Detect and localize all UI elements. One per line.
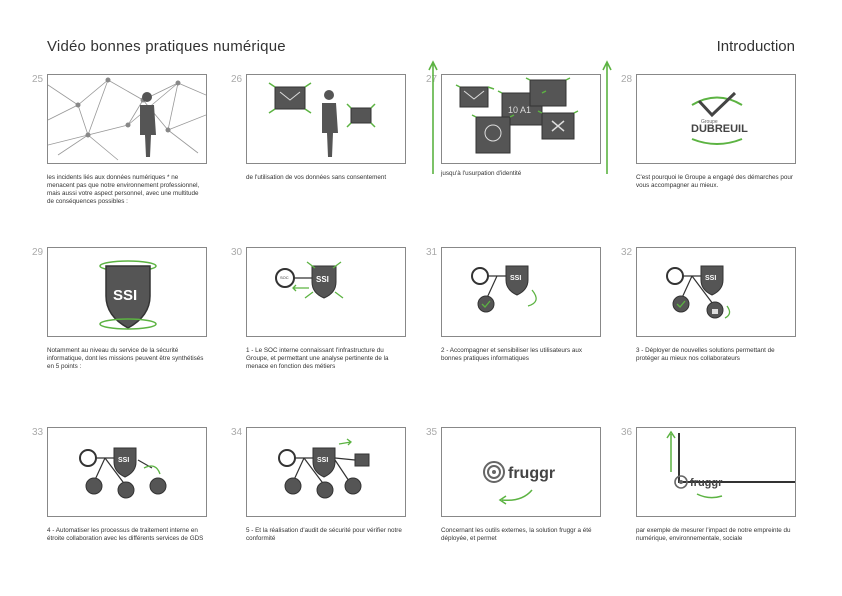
identity-theft-illustration: 10 A1: [455, 77, 579, 154]
fruggr-logo: fruggr: [483, 461, 555, 505]
panel-frame: SOC SSI: [246, 247, 406, 337]
ssi-label: SSI: [316, 275, 329, 284]
panel-caption: Concernant les outils externes, la solut…: [441, 527, 592, 542]
panel-frame: SSI: [47, 247, 207, 337]
automation-icon: [344, 477, 362, 495]
woman-figure: [140, 92, 156, 157]
panel-number: 28: [621, 74, 633, 85]
panel-number: 30: [231, 247, 243, 258]
soc-icon: [79, 449, 97, 467]
panel-frame: SSI: [636, 247, 796, 337]
panel-caption: 5 - Et la réalisation d'audit de sécurit…: [246, 527, 402, 542]
audit-icon: [354, 453, 370, 467]
panel-frame: SSI: [441, 247, 601, 337]
panel-caption: 3 - Déployer de nouvelles solutions perm…: [636, 347, 775, 362]
panel-number: 26: [231, 74, 243, 85]
panel-caption: 4 - Automatiser les processus de traitem…: [47, 527, 204, 542]
panel-number: 35: [426, 427, 438, 438]
panel-frame: SSI: [47, 427, 207, 517]
panel-number: 36: [621, 427, 633, 438]
panel-caption: de l'utilisation de vos données sans con…: [246, 174, 387, 181]
network-illustration: [48, 77, 206, 161]
soc-icon: [471, 267, 489, 285]
panel-number: 25: [32, 74, 44, 85]
automation-icon: [149, 477, 167, 495]
ssi-label: SSI: [705, 275, 716, 282]
users-icon: [284, 477, 302, 495]
soc-diagram-audit: SSI: [278, 438, 370, 499]
panel-frame: SSI: [246, 427, 406, 517]
lock-icon: [316, 481, 334, 499]
fruggr-label: fruggr: [508, 465, 555, 482]
logo-name: DUBREUIL: [691, 123, 748, 135]
users-icon: [85, 477, 103, 495]
panel-frame: fruggr: [636, 427, 796, 517]
shield-icon: [113, 447, 137, 478]
panel-frame: [47, 74, 207, 164]
ssi-label: SSI: [510, 275, 521, 282]
soc-label: SOC: [280, 275, 289, 280]
fruggr-label: fruggr: [690, 477, 723, 489]
soc-diagram-users: SSI: [471, 265, 537, 313]
panel-caption: jusqu'à l'usurpation d'identité: [441, 170, 522, 177]
fruggr-logo-small: fruggr: [666, 430, 795, 499]
shield-icon: [311, 265, 337, 299]
users-icon: [672, 295, 690, 313]
ssi-label: SSI: [118, 457, 129, 464]
panel-frame: 10 A1: [441, 74, 601, 164]
ssi-shield-illustration: SSI: [99, 260, 157, 330]
users-icon: [477, 295, 495, 313]
soc-diagram-protect: SSI: [666, 265, 731, 319]
panel-frame: fruggr: [441, 427, 601, 517]
ssi-label: SSI: [317, 457, 328, 464]
panel-caption: par exemple de mesurer l'impact de notre…: [636, 527, 791, 542]
panel-number: 32: [621, 247, 633, 258]
shield-icon: [505, 265, 529, 296]
shield-icon: [105, 265, 151, 329]
panel-number: 33: [32, 427, 44, 438]
panel-frame: Groupe DUBREUIL: [636, 74, 796, 164]
panel-number: 29: [32, 247, 44, 258]
ssi-label: SSI: [113, 287, 137, 304]
panel-caption: Notamment au niveau du service de la séc…: [47, 347, 204, 370]
panel-number: 27: [426, 74, 438, 85]
panel-number: 34: [231, 427, 243, 438]
soc-icon: [666, 267, 684, 285]
soc-icon: [278, 449, 296, 467]
panel-caption: 1 - Le SOC interne connaissant l'infrast…: [246, 347, 389, 370]
soc-diagram: SOC SSI: [275, 261, 344, 299]
dubreuil-logo: Groupe DUBREUIL: [691, 91, 748, 145]
panel-number: 31: [426, 247, 438, 258]
shield-icon: [700, 265, 724, 296]
lock-icon: [117, 481, 135, 499]
panel-caption: 2 - Accompagner et sensibiliser les util…: [441, 347, 583, 362]
woman-figure: [322, 90, 338, 157]
data-label: 10 A1: [508, 105, 531, 115]
logo-small-text: Groupe: [701, 119, 718, 125]
panel-caption: les incidents liés aux données numérique…: [47, 174, 200, 205]
document-title: Vidéo bonnes pratiques numérique: [47, 38, 286, 55]
panel-caption: C'est pourquoi le Groupe a engagé des dé…: [636, 174, 793, 189]
soc-diagram-automation: SSI: [79, 447, 167, 499]
shield-icon: [312, 447, 336, 478]
panel-frame: [246, 74, 406, 164]
data-misuse-illustration: [268, 82, 376, 157]
section-title: Introduction: [716, 38, 795, 55]
